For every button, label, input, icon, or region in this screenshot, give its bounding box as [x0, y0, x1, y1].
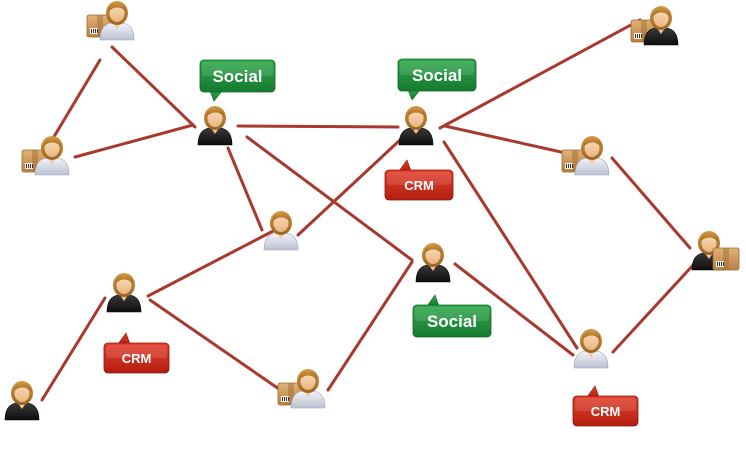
people-layer: [4, 1, 740, 421]
person-node-p4[interactable]: [398, 106, 434, 146]
person-icon: [106, 273, 142, 313]
connection-line-p9-p13: [453, 262, 575, 357]
crm-callout-c6[interactable]: CRM: [572, 385, 639, 427]
person-node-p8[interactable]: [106, 273, 142, 313]
person-icon: [197, 106, 233, 146]
connection-line-p3-p7: [226, 146, 264, 232]
person-node-p11[interactable]: [4, 381, 40, 421]
person-icon: [691, 231, 727, 271]
connection-line-p9-p12: [326, 260, 414, 392]
person-node-p13[interactable]: [573, 329, 609, 369]
person-icon: [574, 136, 610, 176]
callout-label: Social: [427, 312, 477, 331]
connection-line-p7-p4: [296, 138, 402, 237]
connection-line-p8-p12: [148, 298, 294, 400]
person-icon: [398, 106, 434, 146]
person-icon: [573, 329, 609, 369]
social-callout-c5[interactable]: Social: [412, 294, 492, 338]
connection-line-p3-p9: [245, 135, 414, 262]
connections-layer: [40, 18, 697, 402]
connection-line-p1-p3: [110, 45, 197, 129]
callout-label: CRM: [404, 178, 434, 193]
connection-line-p3-p4: [236, 124, 400, 129]
person-icon: [263, 211, 299, 251]
person-icon: [643, 6, 679, 46]
person-node-p5[interactable]: [630, 6, 679, 46]
person-icon: [415, 243, 451, 283]
connection-line-p4-p13: [442, 140, 579, 350]
person-node-p1[interactable]: [86, 1, 135, 41]
connection-line-p2-p3: [73, 123, 195, 159]
callout-label: CRM: [122, 351, 152, 366]
connection-line-p4-p6: [443, 124, 572, 156]
connection-line-p10-p13: [611, 261, 697, 354]
crm-callout-c4[interactable]: CRM: [103, 332, 170, 374]
person-icon: [290, 369, 326, 409]
connection-line-p1-p2: [50, 58, 102, 142]
connection-line-p6-p10: [610, 156, 692, 250]
person-icon: [4, 381, 40, 421]
connection-line-p7-p8: [146, 228, 277, 298]
person-node-p12[interactable]: [277, 369, 326, 409]
person-node-p7[interactable]: [263, 211, 299, 251]
person-node-p6[interactable]: [561, 136, 610, 176]
person-icon: [34, 136, 70, 176]
person-icon: [99, 1, 135, 41]
social-callout-c1[interactable]: Social: [199, 59, 276, 102]
callout-label: Social: [412, 66, 462, 85]
person-node-p2[interactable]: [21, 136, 70, 176]
social-callout-c2[interactable]: Social: [397, 58, 477, 101]
person-node-p3[interactable]: [197, 106, 233, 146]
callout-label: Social: [212, 67, 262, 86]
crm-callout-c3[interactable]: CRM: [384, 159, 454, 201]
connection-line-p8-p11: [40, 296, 107, 402]
connection-line-p4-p5: [438, 18, 642, 130]
package-icon: [712, 247, 740, 271]
person-node-p9[interactable]: [415, 243, 451, 283]
callout-label: CRM: [591, 404, 621, 419]
person-node-p10[interactable]: [691, 231, 740, 271]
